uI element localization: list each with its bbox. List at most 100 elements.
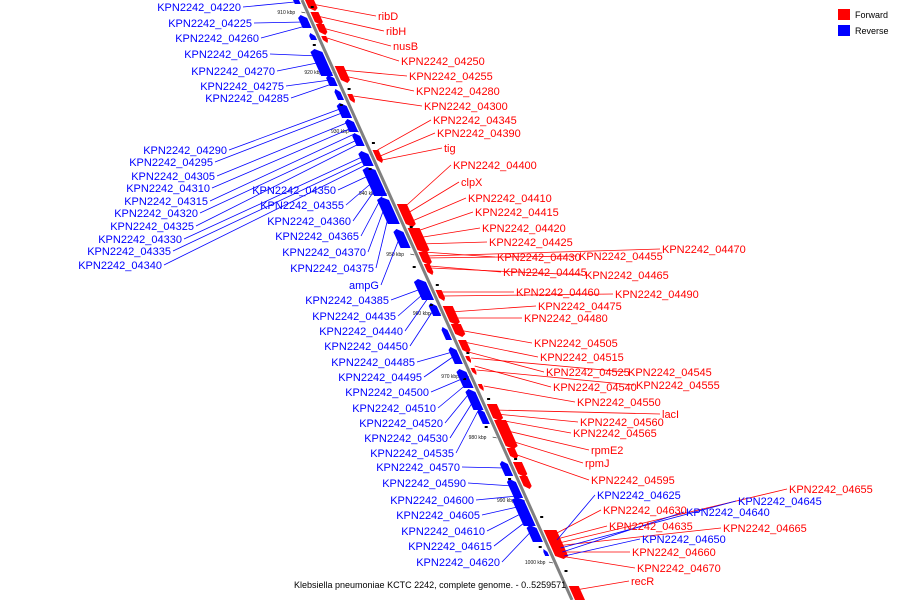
forward-gene-leader-line xyxy=(326,37,400,62)
reverse-gene-leader-line xyxy=(216,121,350,177)
forward-gene-arrow xyxy=(486,404,504,421)
reverse-gene-arrow xyxy=(377,197,400,224)
reverse-gene-label: KPN2242_04500 xyxy=(345,387,429,399)
reverse-gene-leader-line xyxy=(481,505,522,516)
reverse-gene-label: KPN2242_04570 xyxy=(376,462,460,474)
reverse-gene-label: KPN2242_04605 xyxy=(396,510,480,522)
reverse-gene-label: KPN2242_04320 xyxy=(114,208,198,220)
label-leaders xyxy=(163,1,788,591)
reverse-gene-leader-line xyxy=(285,79,331,87)
small-gene-mark xyxy=(463,378,467,380)
forward-gene-leader-line xyxy=(353,95,423,107)
reverse-gene-label: ampG xyxy=(349,280,379,292)
reverse-gene-leader-line xyxy=(172,159,367,252)
forward-gene-arrow xyxy=(310,12,323,25)
reverse-gene-label: KPN2242_04615 xyxy=(408,541,492,553)
legend-reverse-label: Reverse xyxy=(855,26,889,36)
reverse-gene-leader-line xyxy=(444,391,471,424)
forward-gene-arrow xyxy=(442,306,460,325)
reverse-gene-leader-line xyxy=(461,466,505,469)
scale-tick-label: 960 kbp xyxy=(413,311,431,317)
forward-gene-leader-line xyxy=(560,555,636,569)
small-gene-mark xyxy=(312,44,316,46)
reverse-gene-label: KPN2242_04375 xyxy=(290,263,374,275)
small-gene-mark xyxy=(347,88,351,90)
forward-gene-label: KPN2242_04630 xyxy=(603,505,687,517)
reverse-gene-label: KPN2242_04370 xyxy=(282,247,366,259)
reverse-gene-label: KPN2242_04535 xyxy=(370,448,454,460)
scale-tick-label: 910 kbp xyxy=(277,10,295,16)
forward-gene-leader-line xyxy=(341,69,408,77)
forward-gene-arrow xyxy=(347,94,355,103)
genome-backbone xyxy=(300,0,574,600)
reverse-gene-arrow xyxy=(293,0,301,4)
small-gene-mark xyxy=(310,6,314,8)
scale-tick xyxy=(301,11,306,14)
reverse-gene-arrow xyxy=(352,133,365,146)
forward-gene-leader-line xyxy=(406,181,460,215)
reverse-gene-leader-line xyxy=(467,482,513,487)
reverse-gene-label: KPN2242_04295 xyxy=(129,157,213,169)
scale-tick xyxy=(410,253,415,256)
forward-gene-label: KPN2242_04475 xyxy=(538,301,622,313)
forward-gene-leader-line xyxy=(426,255,578,259)
legend-forward-swatch xyxy=(838,9,850,20)
forward-gene-leader-line xyxy=(474,365,552,388)
reverse-gene-leader-line xyxy=(430,377,465,393)
forward-gene-label: KPN2242_04550 xyxy=(577,397,661,409)
forward-gene-leader-line xyxy=(344,75,415,92)
forward-gene-leader-line xyxy=(409,197,467,223)
reverse-gene-label: KPN2242_04285 xyxy=(205,93,289,105)
forward-gene-label: KPN2242_04255 xyxy=(409,71,493,83)
forward-gene-arrow xyxy=(494,420,518,449)
legend-reverse-swatch xyxy=(838,25,850,36)
forward-gene-label: KPN2242_04540 xyxy=(553,382,637,394)
reverse-gene-arrow xyxy=(334,89,344,100)
small-gene-mark xyxy=(371,142,375,144)
reverse-gene-leader-line xyxy=(360,195,383,237)
reverse-gene-leader-line xyxy=(390,287,424,301)
small-gene-mark xyxy=(487,398,491,400)
reverse-gene-label: KPN2242_04590 xyxy=(382,478,466,490)
forward-gene-leader-line xyxy=(450,305,537,313)
forward-gene-arrow xyxy=(512,462,528,477)
reverse-gene-leader-line xyxy=(380,235,401,286)
reverse-gene-leader-line xyxy=(211,127,352,189)
forward-gene-label: ribH xyxy=(386,26,406,38)
reverse-gene-arrow xyxy=(336,103,353,118)
forward-gene-arrow xyxy=(458,340,471,353)
forward-gene-label: nusB xyxy=(393,41,418,53)
forward-gene-label: KPN2242_04545 xyxy=(628,367,712,379)
scale-tick-label: 1000 kbp xyxy=(525,560,546,566)
small-gene-mark xyxy=(435,284,439,286)
forward-gene-label: rpmE2 xyxy=(591,445,623,457)
scale-tick-label: 920 kbp xyxy=(304,70,322,76)
legend-forward-label: Forward xyxy=(855,10,888,20)
reverse-gene-leader-line xyxy=(195,143,359,227)
reverse-gene-label: KPN2242_04310 xyxy=(126,183,210,195)
forward-gene-label: KPN2242_04445 xyxy=(503,267,587,279)
forward-gene-label: KPN2242_04455 xyxy=(579,251,663,263)
forward-gene-label: KPN2242_04465 xyxy=(585,270,669,282)
forward-gene-label: KPN2242_04390 xyxy=(437,128,521,140)
forward-gene-label: KPN2242_04670 xyxy=(637,563,721,575)
reverse-gene-arrow xyxy=(413,279,434,300)
forward-gene-leader-line xyxy=(430,267,584,276)
forward-gene-label: KPN2242_04470 xyxy=(662,244,746,256)
scale-tick-label: 990 kbp xyxy=(497,498,515,504)
reverse-gene-label: KPN2242_04610 xyxy=(401,526,485,538)
reverse-gene-label: KPN2242_04645 xyxy=(738,496,822,508)
forward-gene-leader-line xyxy=(552,525,608,541)
forward-gene-leader-line xyxy=(471,357,627,373)
forward-gene-leader-line xyxy=(458,329,533,344)
forward-gene-label: rpmJ xyxy=(585,458,609,470)
reverse-gene-label: KPN2242_04485 xyxy=(331,357,415,369)
reverse-gene-leader-line xyxy=(455,409,479,454)
reverse-gene-label: KPN2242_04620 xyxy=(416,557,500,569)
reverse-gene-leader-line xyxy=(345,179,376,206)
small-gene-mark xyxy=(412,266,416,268)
reverse-gene-leader-line xyxy=(163,163,368,266)
reverse-gene-arrow xyxy=(448,347,463,364)
scale-tick xyxy=(548,561,553,564)
